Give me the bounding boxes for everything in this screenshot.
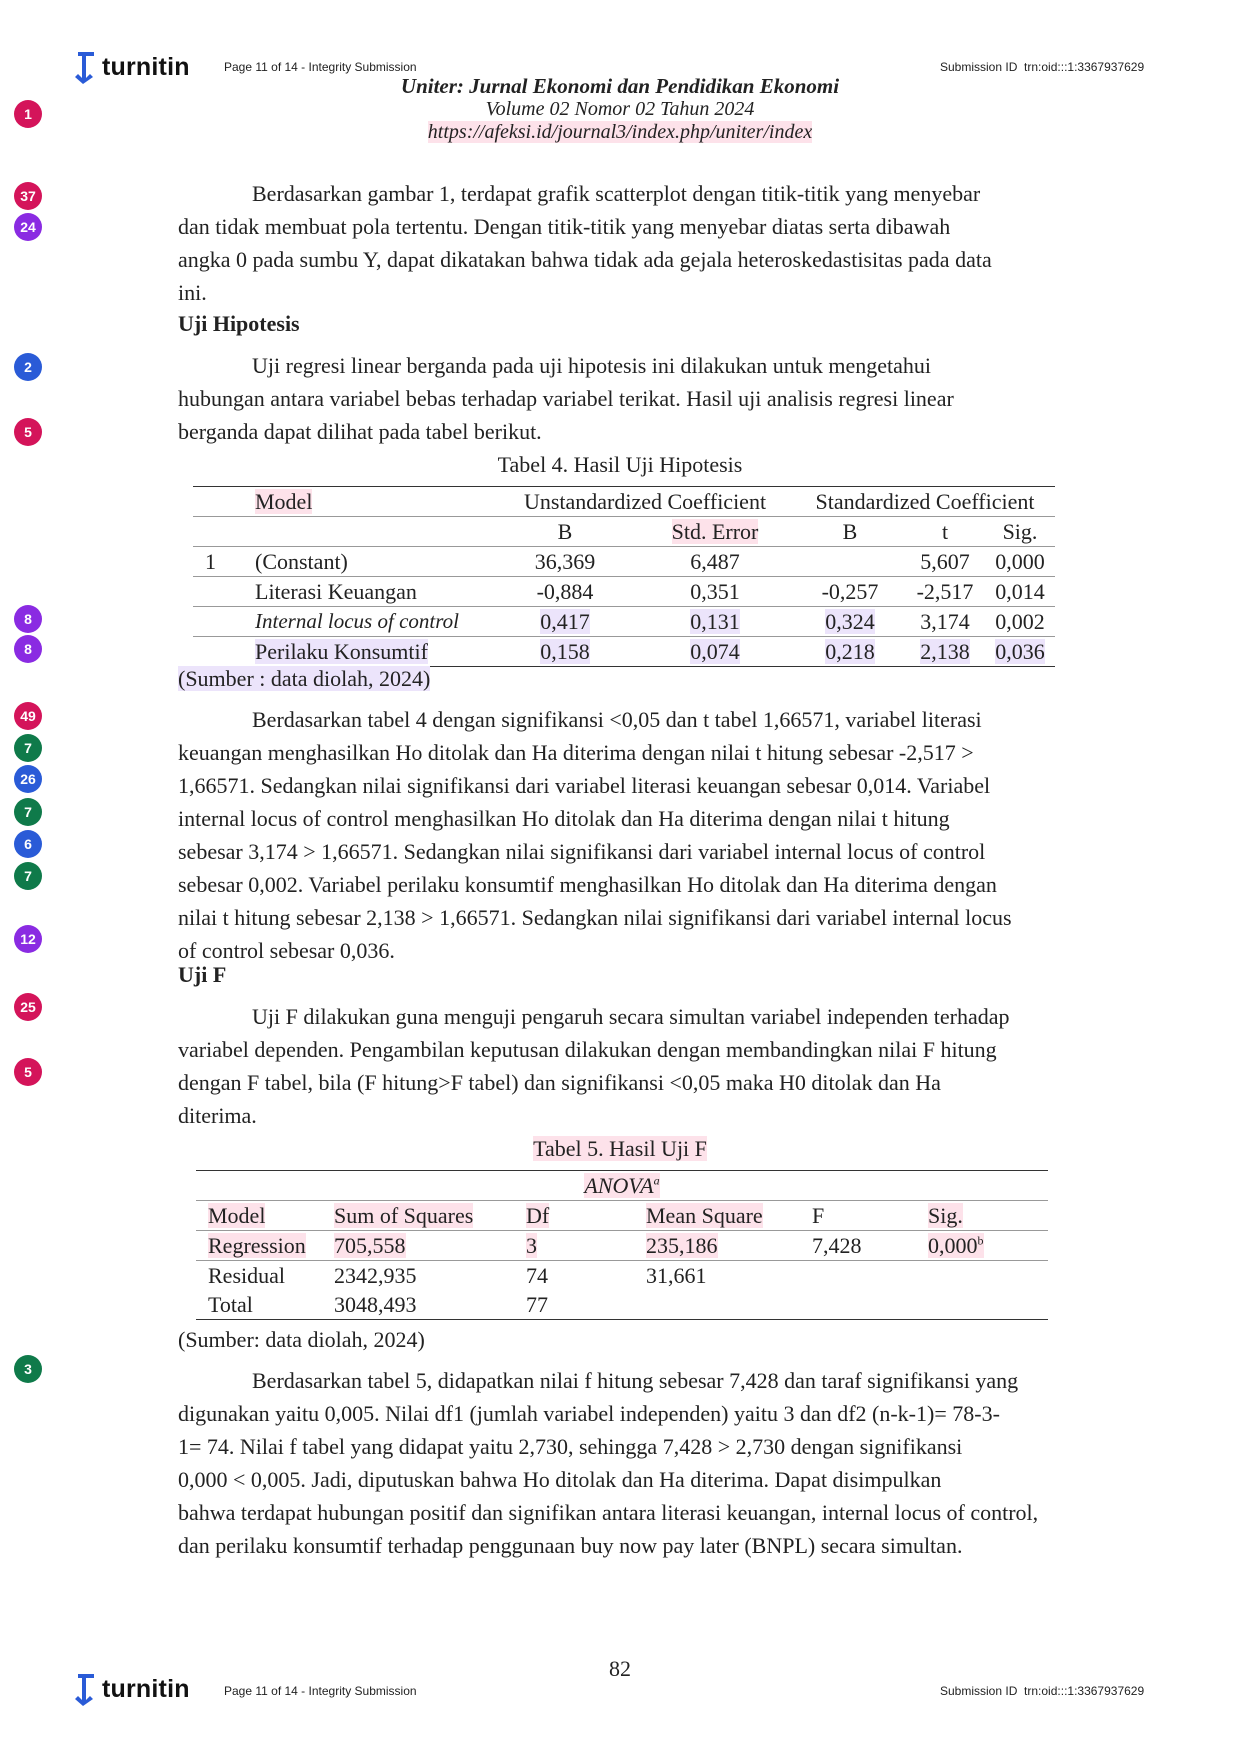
match-badge[interactable]: 5 bbox=[14, 418, 42, 446]
p5-line: Berdasarkan tabel 5, didapatkan nilai f … bbox=[252, 1368, 1019, 1393]
submission-id: Submission ID trn:oid:::1:3367937629 bbox=[940, 60, 1144, 74]
p3-line: internal locus of control menghasilkan H… bbox=[178, 806, 950, 831]
table5: ANOVAa Model Sum of Squares Df Mean Squa… bbox=[196, 1170, 1048, 1320]
journal-url[interactable]: https://afeksi.id/journal3/index.php/uni… bbox=[427, 121, 813, 143]
match-badge[interactable]: 7 bbox=[14, 862, 42, 890]
p3-line: Berdasarkan tabel 4 dengan signifikansi … bbox=[252, 707, 982, 732]
table4-header-model: Model bbox=[255, 488, 313, 514]
match-badge[interactable]: 49 bbox=[14, 702, 42, 730]
table4-header-se: Std. Error bbox=[671, 518, 759, 544]
p5-line: 1= 74. Nilai f tabel yang didapat yaitu … bbox=[178, 1434, 963, 1459]
p3-line: keuangan menghasilkan Ho ditolak dan Ha … bbox=[178, 740, 974, 765]
table4-header-beta: B bbox=[842, 518, 858, 544]
p2-line: hubungan antara variabel bebas terhadap … bbox=[178, 386, 954, 411]
submission-id-footer: Submission ID trn:oid:::1:3367937629 bbox=[940, 1684, 1145, 1698]
table-row: 1 (Constant) 36,369 6,487 5,607 0,000 bbox=[193, 546, 1055, 577]
table4-header-sig: Sig. bbox=[1002, 518, 1038, 544]
page-info-footer: Page 11 of 14 - Integrity Submission bbox=[224, 1684, 417, 1698]
turnitin-logo-icon bbox=[74, 1672, 98, 1706]
table4-header-row: Model Unstandardized Coefficient Standar… bbox=[193, 486, 1055, 517]
p1-line: dan tidak membuat pola tertentu. Dengan … bbox=[178, 214, 951, 239]
p4-line: diterima. bbox=[178, 1103, 257, 1128]
p5-line: digunakan yaitu 0,005. Nilai df1 (jumlah… bbox=[178, 1401, 1000, 1426]
anova-label: ANOVAa bbox=[584, 1172, 660, 1198]
table4-header-b: B bbox=[557, 518, 573, 544]
table-row: Residual 2342,935 74 31,661 bbox=[208, 1262, 707, 1288]
paragraph-regresi: Uji regresi linear berganda pada uji hip… bbox=[178, 349, 1070, 448]
p4-line: variabel dependen. Pengambilan keputusan… bbox=[178, 1037, 997, 1062]
heading-uji-f: Uji F bbox=[178, 962, 227, 987]
page-info: Page 11 of 14 - Integrity Submission bbox=[224, 60, 417, 74]
table4-source: (Sumber : data diolah, 2024) bbox=[178, 666, 431, 691]
match-badge[interactable]: 5 bbox=[14, 1058, 42, 1086]
match-badge[interactable]: 7 bbox=[14, 798, 42, 826]
match-badge[interactable]: 8 bbox=[14, 605, 42, 633]
paragraph-hasil-uji-f: Berdasarkan tabel 5, didapatkan nilai f … bbox=[178, 1364, 1070, 1562]
p5-line: 0,000 < 0,005. Jadi, diputuskan bahwa Ho… bbox=[178, 1467, 942, 1492]
p1-line: ini. bbox=[178, 280, 207, 305]
turnitin-logo: turnitin bbox=[74, 50, 190, 84]
p5-line: bahwa terdapat hubungan positif dan sign… bbox=[178, 1500, 1039, 1525]
match-badge[interactable]: 26 bbox=[14, 765, 42, 793]
p2-line: berganda dapat dilihat pada tabel beriku… bbox=[178, 419, 542, 444]
table5-source: (Sumber: data diolah, 2024) bbox=[178, 1327, 425, 1352]
p2-line: Uji regresi linear berganda pada uji hip… bbox=[252, 353, 931, 378]
match-badge[interactable]: 3 bbox=[14, 1355, 42, 1383]
p3-line: sebesar 0,002. Variabel perilaku konsumt… bbox=[178, 872, 997, 897]
table5-caption: Tabel 5. Hasil Uji F bbox=[533, 1136, 707, 1161]
p1-line: Berdasarkan gambar 1, terdapat grafik sc… bbox=[252, 181, 981, 206]
submission-id-label: Submission ID bbox=[940, 60, 1018, 74]
journal-volume: Volume 02 Nomor 02 Tahun 2024 bbox=[485, 98, 755, 120]
p4-line: dengan F tabel, bila (F hitung>F tabel) … bbox=[178, 1070, 941, 1095]
table4-header-std: Standardized Coefficient bbox=[815, 488, 1035, 514]
match-badge[interactable]: 8 bbox=[14, 635, 42, 663]
turnitin-wordmark: turnitin bbox=[102, 1674, 190, 1703]
p3-line: sebesar 3,174 > 1,66571. Sedangkan nilai… bbox=[178, 839, 986, 864]
table4-header-unstd: Unstandardized Coefficient bbox=[523, 488, 767, 514]
match-badge[interactable]: 37 bbox=[14, 182, 42, 210]
paragraph-hasil-uji-t: Berdasarkan tabel 4 dengan signifikansi … bbox=[178, 703, 1070, 967]
match-badge[interactable]: 24 bbox=[14, 213, 42, 241]
p3-line: nilai t hitung sebesar 2,138 > 1,66571. … bbox=[178, 905, 1012, 930]
page-number: 82 bbox=[609, 1656, 631, 1681]
match-badge[interactable]: 1 bbox=[14, 100, 42, 128]
table4-header-t: t bbox=[941, 518, 949, 544]
match-badge[interactable]: 7 bbox=[14, 734, 42, 762]
heading-uji-hipotesis: Uji Hipotesis bbox=[178, 311, 300, 336]
p4-line: Uji F dilakukan guna menguji pengaruh se… bbox=[252, 1004, 1010, 1029]
paragraph-scatterplot: Berdasarkan gambar 1, terdapat grafik sc… bbox=[178, 177, 1070, 309]
p3-line: of control sebesar 0,036. bbox=[178, 938, 395, 963]
table-row: Perilaku Konsumtif 0,158 0,074 0,218 2,1… bbox=[193, 636, 1055, 667]
paragraph-uji-f: Uji F dilakukan guna menguji pengaruh se… bbox=[178, 1000, 1070, 1132]
p1-line: angka 0 pada sumbu Y, dapat dikatakan ba… bbox=[178, 247, 992, 272]
match-badge[interactable]: 25 bbox=[14, 993, 42, 1021]
turnitin-logo-footer: turnitin bbox=[74, 1672, 190, 1706]
p3-line: 1,66571. Sedangkan nilai signifikansi da… bbox=[178, 773, 991, 798]
match-badge[interactable]: 2 bbox=[14, 353, 42, 381]
match-badge[interactable]: 6 bbox=[14, 830, 42, 858]
submission-id-value: trn:oid:::1:3367937629 bbox=[1024, 60, 1145, 74]
table-row: Internal locus of control 0,417 0,131 0,… bbox=[193, 606, 1055, 637]
match-badge[interactable]: 12 bbox=[14, 925, 42, 953]
table-row: Total 3048,493 77 bbox=[196, 1290, 1048, 1320]
table-row: Literasi Keuangan -0,884 0,351 -0,257 -2… bbox=[193, 576, 1055, 607]
table4-caption: Tabel 4. Hasil Uji Hipotesis bbox=[497, 452, 743, 477]
table5-anova-row: ANOVAa bbox=[196, 1170, 1048, 1201]
turnitin-wordmark: turnitin bbox=[102, 52, 190, 81]
table4: Model Unstandardized Coefficient Standar… bbox=[193, 486, 1055, 667]
table-row: Regression 705,558 3 235,186 7,428 0,000… bbox=[196, 1230, 1048, 1261]
table4-subheader-row: B Std. Error B t Sig. bbox=[193, 516, 1055, 547]
table5-header-row: Model Sum of Squares Df Mean Square F Si… bbox=[196, 1200, 1048, 1231]
turnitin-logo-icon bbox=[74, 50, 98, 84]
journal-title: Uniter: Jurnal Ekonomi dan Pendidikan Ek… bbox=[400, 74, 840, 98]
p5-line: dan perilaku konsumtif terhadap pengguna… bbox=[178, 1533, 963, 1558]
